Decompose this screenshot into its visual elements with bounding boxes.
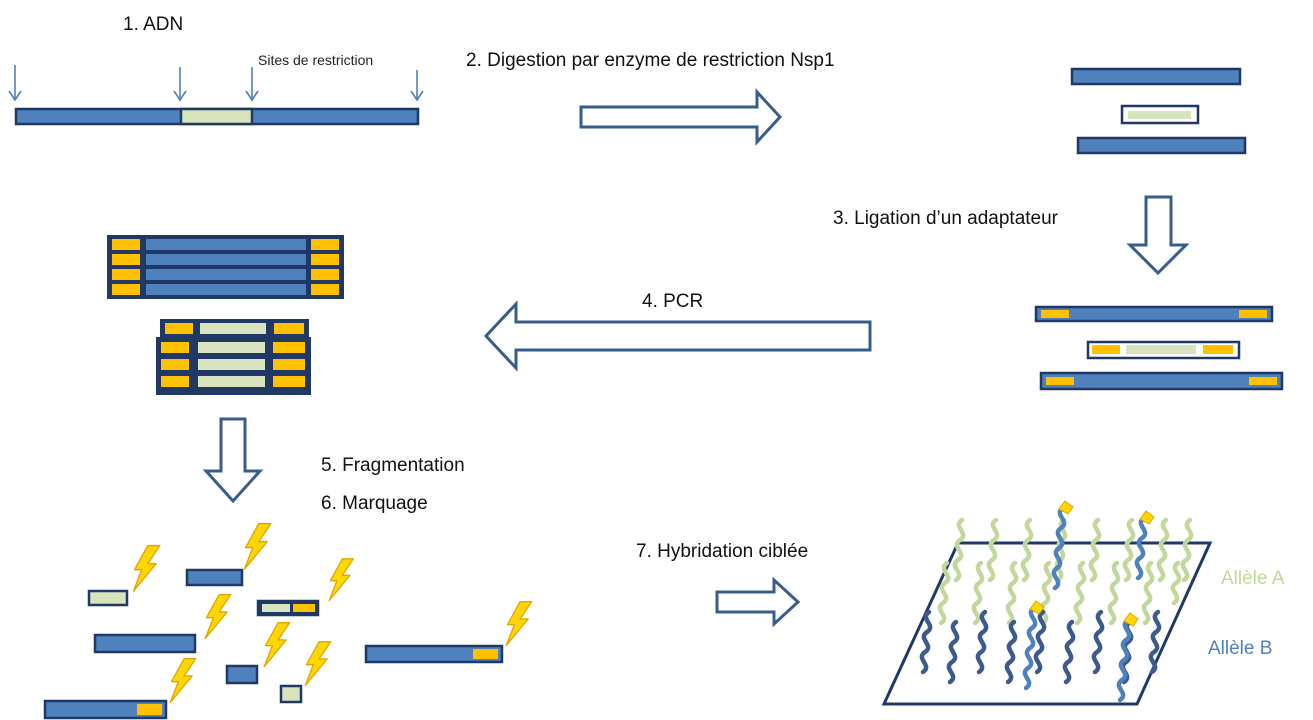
lightning-bolt-icon [132,544,161,592]
fluorescent-tag-icon [1058,500,1074,515]
restriction-site-arrow-icon [8,65,22,102]
dna-fragment [1076,136,1247,155]
fluorescent-tag-icon [1029,600,1045,615]
dna-fragment [1070,67,1242,86]
fluorescent-tag-icon [1139,510,1155,525]
lightning-bolt-icon [328,558,355,602]
restriction-site-arrow-icon [173,67,187,102]
restriction-site-arrows [8,65,424,102]
process-arrow-down-icon [202,417,264,504]
step-5-label: 5. Fragmentation [321,455,465,476]
restriction-sites-label: Sites de restriction [258,52,374,68]
pcr-amplified-stack-short [156,319,311,395]
step-2-label: 2. Digestion par enzyme de restriction N… [466,50,835,71]
allele-b-label: Allèle B [1208,638,1273,659]
digested-fragments [1070,67,1247,155]
fluorescent-labels [132,522,533,704]
lightning-bolt-icon [204,594,232,640]
probe-fluorescent-tags [1029,500,1155,627]
process-arrow-right-icon [715,576,801,628]
lightning-bolt-icon [169,658,197,704]
fluorescent-tag-icon [1123,612,1139,627]
lightning-bolt-icon [263,622,291,668]
allele-a-hybridized-strands [1051,505,1148,591]
adapter-ligated-fragments [1034,305,1284,391]
step-7-label: 7. Hybridation ciblée [636,541,809,562]
lightning-bolt-icon [304,641,332,687]
restriction-site-arrow-icon [410,70,424,102]
allele-a-label: Allèle A [1221,568,1285,589]
step-1-label: 1. ADN [123,14,184,35]
process-arrow-left-icon [483,300,872,372]
restriction-site-arrow-icon [245,67,259,102]
step-3-label: 3. Ligation d’un adaptateur [833,208,1059,229]
step-6-label: 6. Marquage [321,493,428,514]
lightning-bolt-icon [505,601,533,647]
genomic-dna-strand [14,107,420,126]
step-4-label: 4. PCR [642,291,704,312]
process-arrow-right-icon [579,88,783,146]
lightning-bolt-icon [243,522,272,570]
pcr-amplified-stack-long [107,235,344,299]
process-arrow-down-icon [1126,195,1190,276]
labelled-fragments [43,568,504,720]
allele-b-hybridized-strands [1022,605,1132,703]
